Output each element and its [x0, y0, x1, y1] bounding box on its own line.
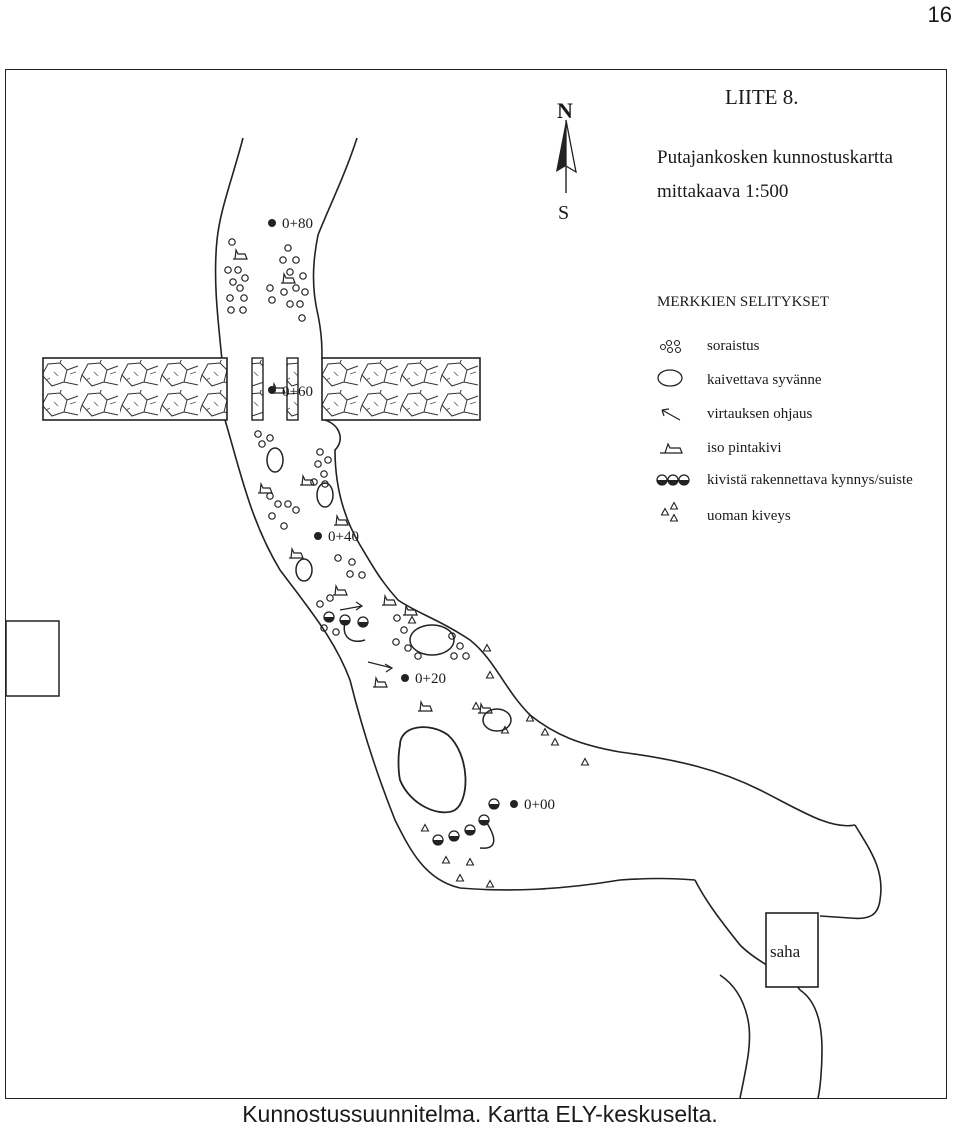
- station-markers: 0+80 0+60 0+40 0+20 0+00: [268, 216, 555, 813]
- triangles-icon: [660, 501, 679, 522]
- legend-label: iso pintakivi: [707, 440, 782, 456]
- station-label: 0+60: [282, 384, 313, 400]
- flow-arrows: [339, 601, 394, 673]
- river-banks: [214, 137, 882, 1099]
- legend-label: kivistä rakennettava kynnys/suiste: [707, 472, 913, 488]
- arrow-icon: [661, 408, 681, 421]
- north-arrow-icon: N S: [556, 98, 577, 224]
- south-label: S: [558, 202, 569, 224]
- station-label: 0+00: [524, 797, 555, 813]
- legend-label: uoman kiveys: [707, 508, 791, 524]
- saha-building: [765, 912, 819, 988]
- legend-label: soraistus: [707, 338, 760, 354]
- boulder-icon: [660, 442, 683, 454]
- paving-markers: [407, 615, 590, 888]
- page-number: 16: [927, 2, 952, 27]
- north-label: N: [557, 98, 573, 123]
- station-label: 0+40: [328, 529, 359, 545]
- figure-caption: Kunnostussuunnitelma. Kartta ELY-keskuse…: [242, 1101, 718, 1127]
- map-title: Putajankosken kunnostuskartta: [657, 147, 893, 168]
- river-map: saha: [5, 85, 913, 1099]
- gravel-markers: [224, 238, 470, 660]
- saha-label: saha: [770, 942, 801, 961]
- excavated-pools: [266, 447, 512, 849]
- station-label: 0+20: [415, 671, 446, 687]
- gravel-circles-icon: [659, 339, 682, 354]
- oval-pool-icon: [657, 369, 683, 387]
- map-frame: [5, 69, 947, 1099]
- building-left: [5, 620, 60, 697]
- appendix-label: LIITE 8.: [725, 85, 798, 109]
- half-filled-circles-icon: [656, 474, 690, 486]
- station-label: 0+80: [282, 216, 313, 232]
- legend-label: virtauksen ohjaus: [707, 406, 813, 422]
- legend-label: kaivettava syvänne: [707, 372, 822, 388]
- bridge: [42, 357, 481, 421]
- map-scale: mittakaava 1:500: [657, 181, 788, 202]
- legend: MERKKIEN SELITYKSET soraistus kaivettava…: [656, 294, 913, 524]
- legend-heading: MERKKIEN SELITYKSET: [657, 294, 829, 310]
